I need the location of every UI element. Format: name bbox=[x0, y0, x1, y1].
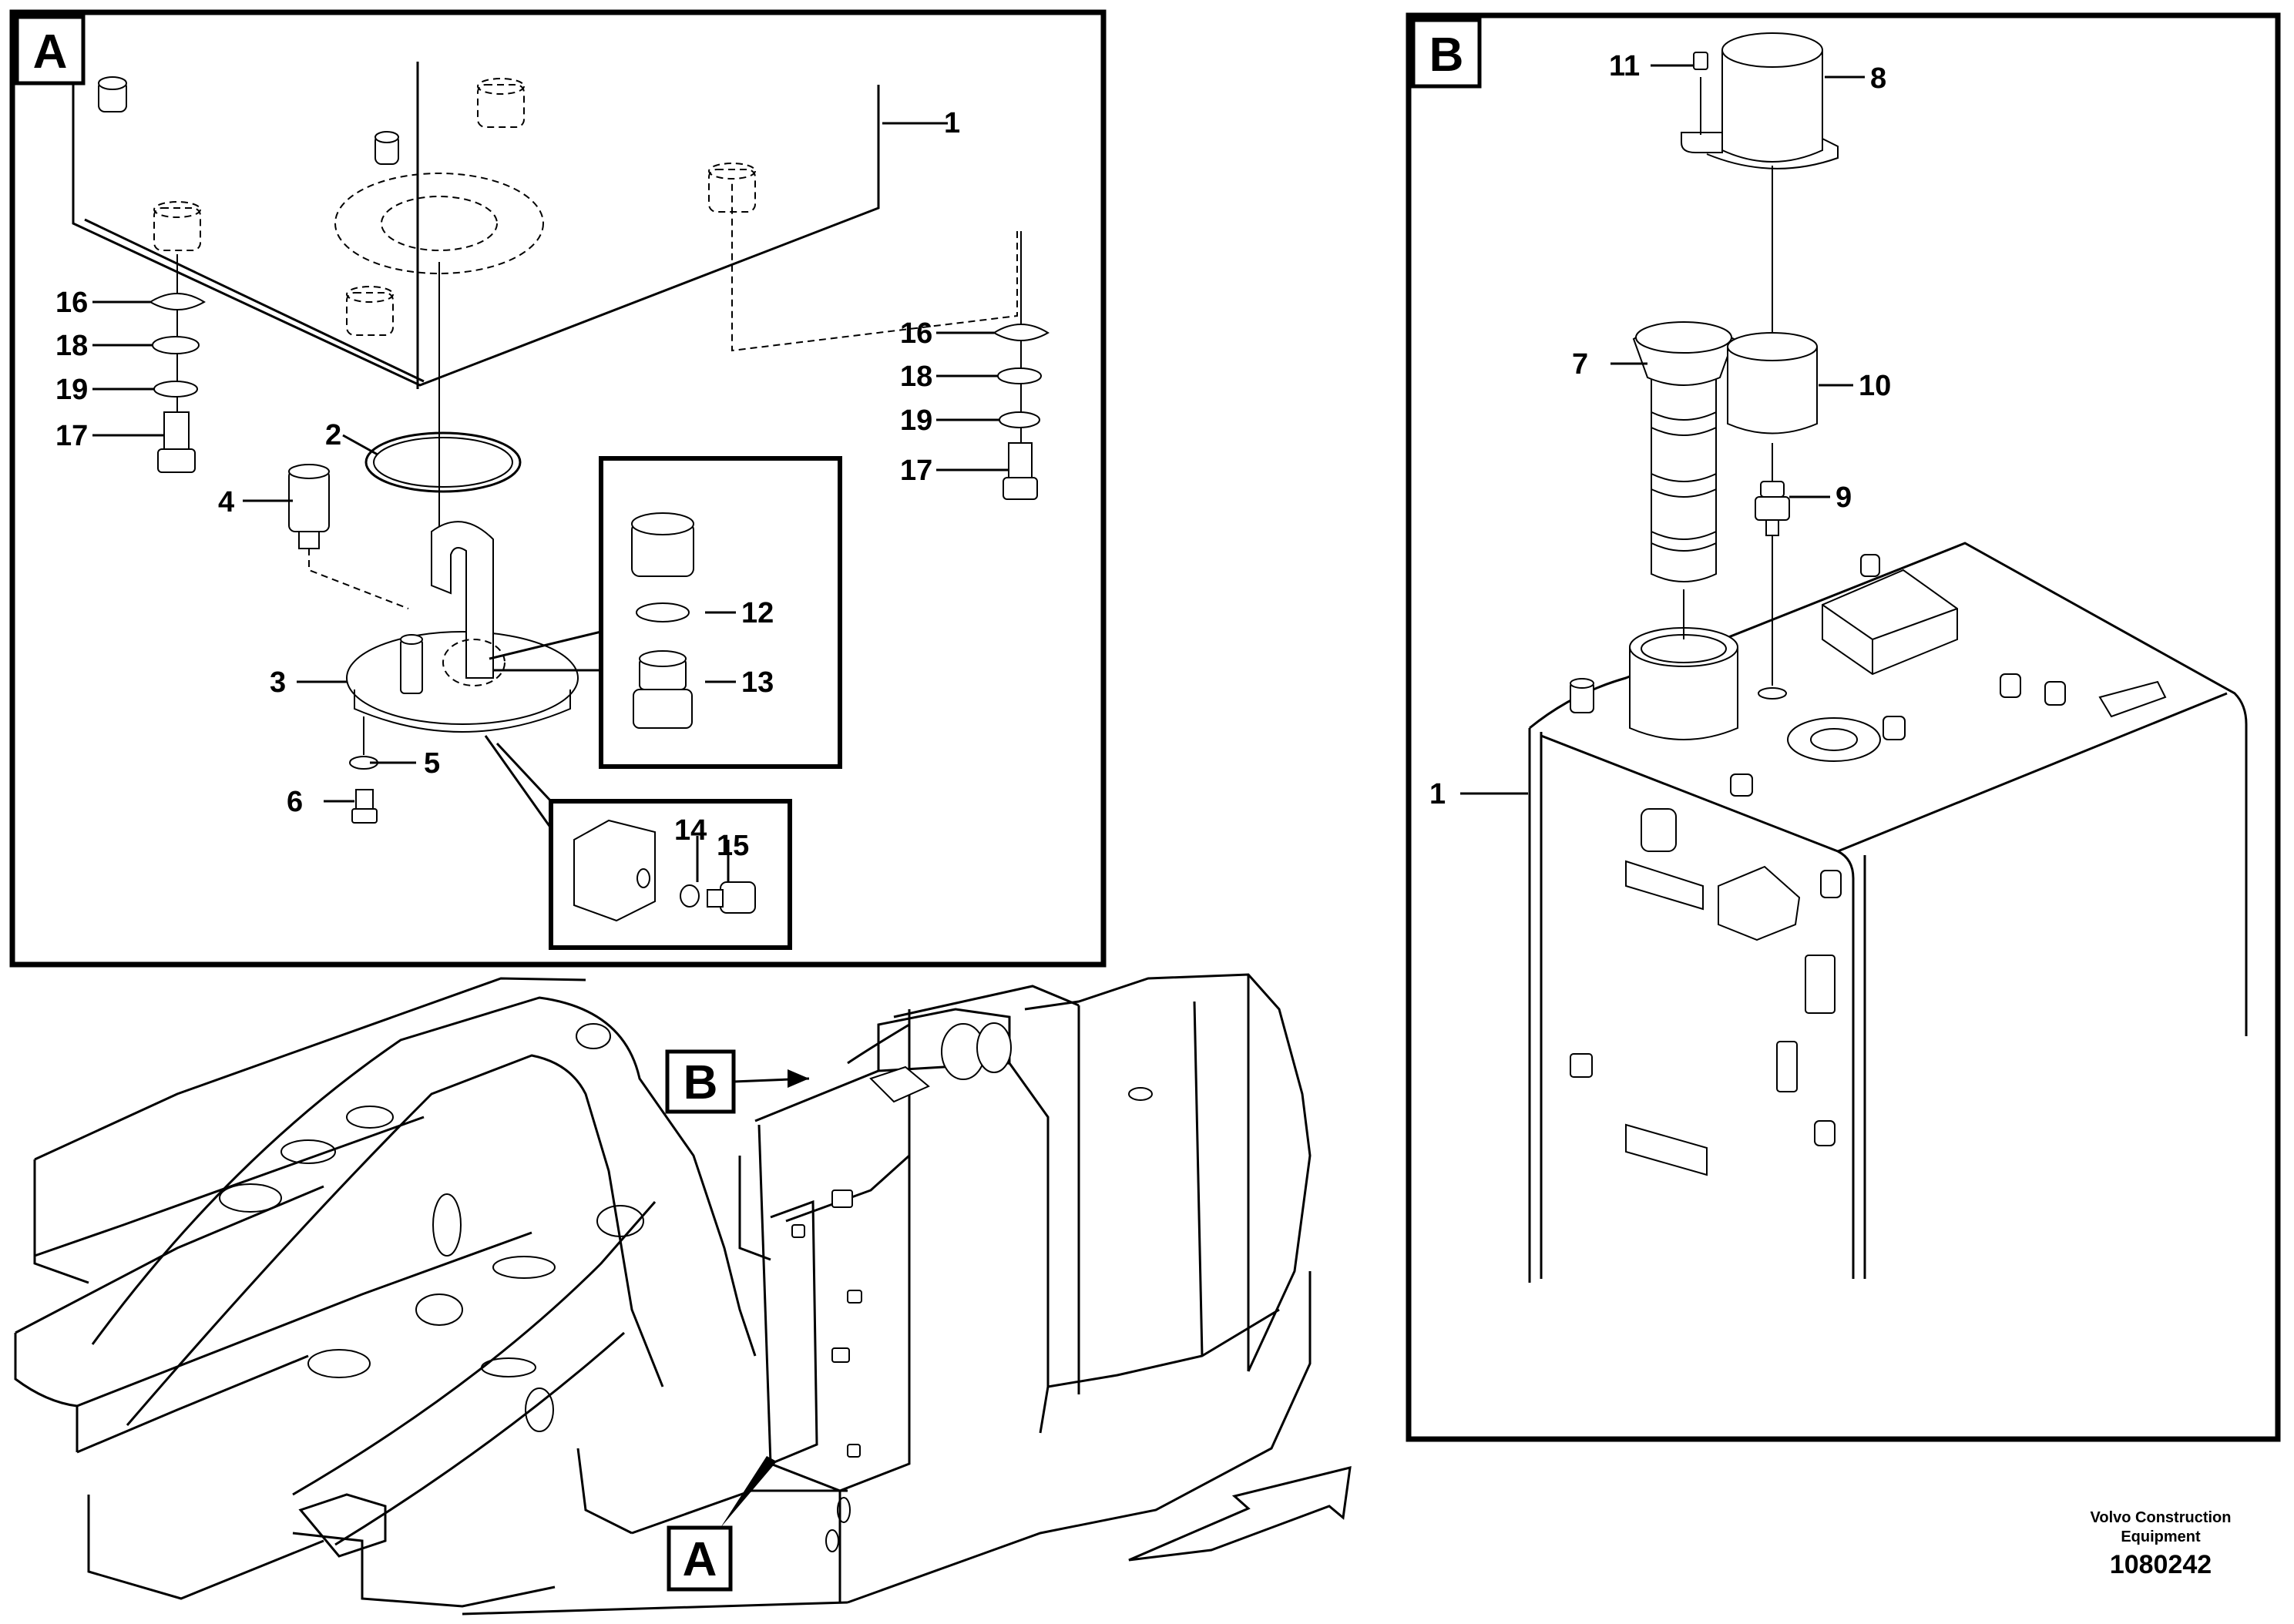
callout-4: 4 bbox=[218, 486, 234, 518]
o-ring bbox=[364, 431, 522, 493]
detail-box-14-15 bbox=[484, 735, 792, 950]
upper-frame-drawing bbox=[14, 973, 1352, 1616]
right-fastener-stack bbox=[992, 231, 1050, 500]
view-b-leaders bbox=[1460, 64, 1865, 795]
callout-8: 8 bbox=[1870, 62, 1886, 95]
view-a-panel: A bbox=[9, 9, 1107, 968]
tank-underside bbox=[72, 62, 1018, 389]
callout-18-right: 18 bbox=[900, 361, 932, 393]
callout-12: 12 bbox=[741, 597, 774, 629]
callout-1-a: 1 bbox=[944, 107, 960, 139]
callout-19-left: 19 bbox=[55, 374, 88, 406]
machine-tag-b: B bbox=[665, 1049, 810, 1114]
suction-flange-part-3 bbox=[346, 521, 579, 824]
view-b-letter: B bbox=[1429, 29, 1464, 82]
callout-14: 14 bbox=[674, 814, 707, 847]
sensor-part-4 bbox=[288, 464, 409, 609]
callout-15: 15 bbox=[717, 830, 749, 862]
view-b-panel: B bbox=[1406, 12, 2281, 1442]
view-b-letter-box bbox=[1411, 18, 1482, 89]
machine-tag-a-letter: A bbox=[683, 1533, 717, 1586]
machine-tag-a: A bbox=[667, 1456, 777, 1592]
callout-9: 9 bbox=[1836, 481, 1852, 514]
callout-3: 3 bbox=[270, 666, 286, 699]
footer: Volvo Construction Equipment 1080242 bbox=[2091, 1509, 2232, 1579]
detail-box-12-13 bbox=[489, 456, 842, 769]
callout-11: 11 bbox=[1609, 50, 1640, 82]
company-line-1: Volvo Construction bbox=[2091, 1509, 2232, 1526]
callout-6: 6 bbox=[287, 786, 303, 818]
view-a-leaders bbox=[92, 122, 1009, 882]
view-a-frame bbox=[9, 9, 1107, 968]
callout-17-right: 17 bbox=[900, 455, 932, 487]
callout-5: 5 bbox=[424, 747, 440, 780]
callout-2: 2 bbox=[325, 419, 341, 451]
breather-assembly bbox=[1681, 32, 1839, 700]
callout-17-left: 17 bbox=[55, 420, 88, 452]
callout-18-left: 18 bbox=[55, 330, 88, 362]
callout-16-left: 16 bbox=[55, 287, 88, 319]
company-line-2: Equipment bbox=[2121, 1528, 2201, 1545]
direction-arrow bbox=[1128, 1466, 1352, 1562]
filler-neck bbox=[1629, 627, 1738, 740]
machine-tag-b-letter: B bbox=[683, 1056, 718, 1109]
callout-1-b: 1 bbox=[1429, 778, 1446, 810]
view-a-letter-box bbox=[15, 15, 86, 86]
callout-10: 10 bbox=[1859, 370, 1891, 402]
callout-16-right: 16 bbox=[900, 317, 932, 350]
view-a-letter: A bbox=[33, 25, 68, 79]
hydraulic-tank bbox=[1528, 542, 2248, 1283]
strainer-part-7 bbox=[1632, 321, 1735, 639]
drawing-number: 1080242 bbox=[2110, 1550, 2212, 1579]
left-fastener-stack bbox=[149, 254, 206, 473]
callout-13: 13 bbox=[741, 666, 774, 699]
callout-7: 7 bbox=[1572, 348, 1588, 381]
view-b-frame bbox=[1406, 12, 2281, 1442]
callout-19-right: 19 bbox=[900, 404, 932, 437]
